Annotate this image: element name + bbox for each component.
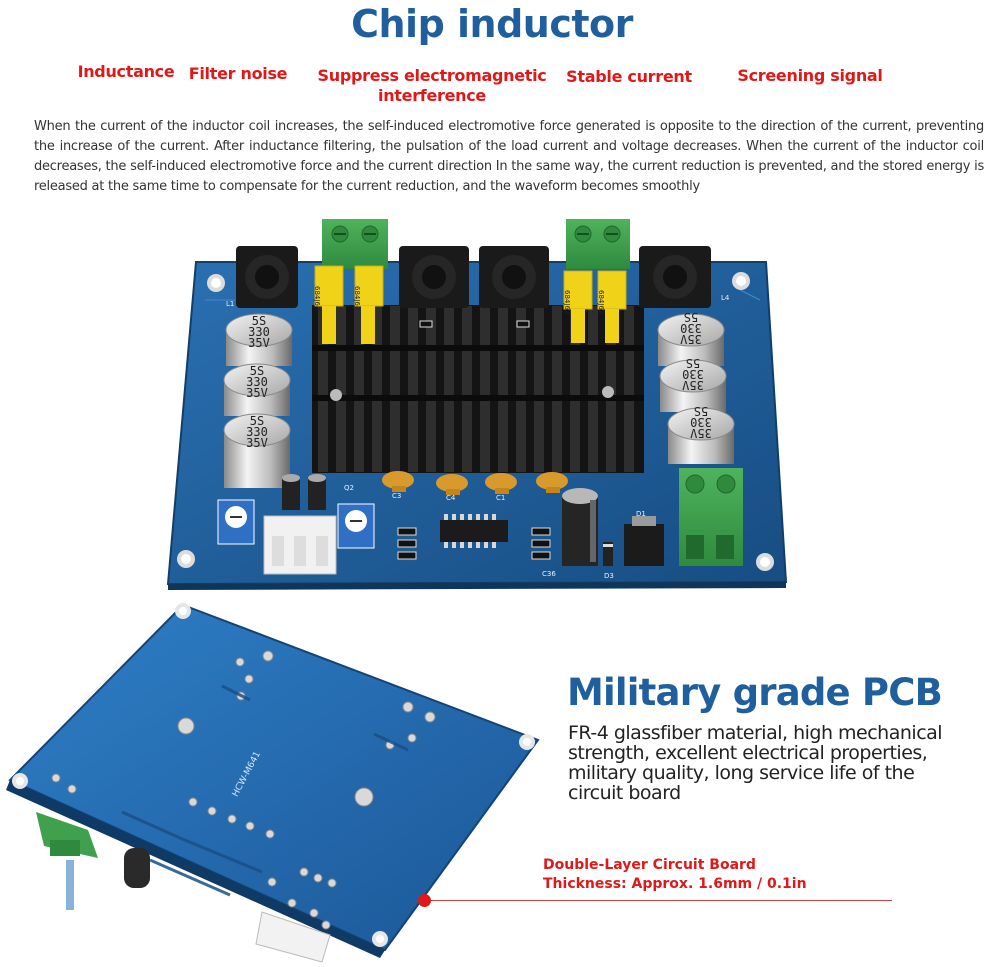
film-cap-marking: 684J63 — [353, 286, 361, 310]
cap-marking: 330 — [680, 321, 702, 335]
feature-inductance: Inductance — [77, 62, 175, 81]
feature-screening-signal: Screening signal — [737, 66, 883, 85]
trimmer-pot-left — [217, 499, 255, 545]
feature-suppress-line2: interference — [378, 86, 486, 105]
ceramic-cap-c3 — [382, 471, 414, 492]
silk-label: L1 — [226, 300, 234, 308]
ic-chip — [440, 514, 508, 548]
cap-marking: 5S — [694, 404, 708, 418]
inductor-l2 — [399, 246, 469, 308]
layer-label: Double-Layer Circuit Board — [543, 857, 756, 873]
terminal-block-left — [322, 219, 388, 269]
cap-marking: 35V — [680, 332, 702, 346]
feature-suppress-line1: Suppress electromagnetic — [317, 66, 547, 85]
small-cap-1 — [282, 474, 300, 510]
terminal-block-right — [566, 219, 630, 269]
feature-stable-current: Stable current — [566, 67, 692, 86]
film-cap-marking: 684J63 — [313, 286, 321, 310]
mounting-hole-tl — [207, 274, 225, 292]
small-cap-2 — [308, 474, 326, 510]
electrolytic-cap-left-3 — [223, 413, 291, 488]
trimmer-pot-right — [337, 503, 375, 549]
cap-marking: 35V — [248, 336, 270, 350]
diode — [603, 542, 613, 566]
callout-dot — [418, 894, 431, 907]
inductor-description: When the current of the inductor coil in… — [34, 119, 984, 194]
cap-marking: 5S — [686, 356, 700, 370]
mounting-hole-bl — [177, 550, 195, 568]
cap-marking: 35V — [682, 378, 704, 392]
capacitor-back — [124, 848, 150, 888]
feature-filter-noise: Filter noise — [188, 64, 288, 83]
thickness-label: Thickness: Approx. 1.6mm / 0.1in — [543, 876, 807, 892]
voltage-regulator — [624, 516, 664, 566]
pcb-description: FR-4 glassfiber material, high mechanica… — [568, 722, 943, 804]
electrolytic-cap-left-1 — [225, 313, 293, 366]
film-cap-marking: 684J63 — [563, 290, 571, 314]
inductor-l3 — [479, 246, 549, 308]
cap-marking: 330 — [248, 325, 270, 339]
ceramic-cap-c1 — [485, 473, 517, 494]
inductor-l4 — [639, 246, 711, 308]
cap-marking: 5S — [250, 414, 264, 428]
inductor-l1 — [236, 246, 298, 308]
cap-marking: 35V — [246, 386, 268, 400]
cap-marking: 5S — [250, 364, 264, 378]
silk-label: C4 — [446, 494, 456, 502]
cap-marking: 35V — [690, 426, 712, 440]
cap-marking: 5S — [252, 314, 266, 328]
electrolytic-cap-right-2 — [659, 359, 727, 412]
electrolytic-cap-left-2 — [223, 363, 291, 416]
silk-label: C1 — [496, 494, 505, 502]
silk-label: D1 — [636, 510, 646, 518]
cap-marking: 330 — [682, 367, 704, 381]
ceramic-cap-c4 — [436, 474, 468, 495]
connector-back — [255, 911, 331, 963]
silk-label: L4 — [721, 294, 730, 302]
silk-label: D3 — [604, 572, 614, 580]
terminal-block-back — [36, 812, 98, 858]
mounting-hole-back-3 — [12, 773, 28, 789]
pcb-title: Military grade PCB — [567, 671, 943, 714]
feature-suppress-emi: Suppress electromagnetic interference — [312, 66, 552, 106]
cap-marking: 330 — [690, 415, 712, 429]
ceramic-cap-c2 — [536, 472, 568, 493]
electrolytic-cap-c36 — [562, 488, 598, 566]
power-terminal-block — [679, 468, 743, 566]
mounting-hole-tr — [732, 272, 750, 290]
film-cap-marking: 684J63 — [597, 290, 605, 314]
pcb-traces — [121, 684, 409, 897]
callout-line — [430, 900, 892, 901]
cap-marking: 330 — [246, 425, 268, 439]
cap-marking: 5S — [684, 310, 698, 324]
cap-marking: 35V — [246, 436, 268, 450]
electrolytic-cap-right-1 — [657, 313, 725, 366]
silk-label: C36 — [542, 570, 556, 578]
solder-joints — [51, 650, 436, 930]
mounting-hole-back-4 — [372, 931, 388, 947]
mounting-hole-br — [756, 553, 774, 571]
board-back-pcb — [8, 603, 540, 952]
cap-marking: 330 — [246, 375, 268, 389]
electrolytic-cap-right-3 — [667, 407, 735, 464]
input-connector — [263, 515, 337, 575]
silk-label: C3 — [392, 492, 401, 500]
film-capacitor-group — [314, 265, 627, 344]
smd-resistors — [397, 320, 551, 560]
page-title: Chip inductor — [351, 2, 633, 46]
mounting-hole-back-1 — [175, 603, 191, 619]
silk-label: Q2 — [344, 484, 354, 492]
mounting-hole-back-2 — [519, 734, 535, 750]
